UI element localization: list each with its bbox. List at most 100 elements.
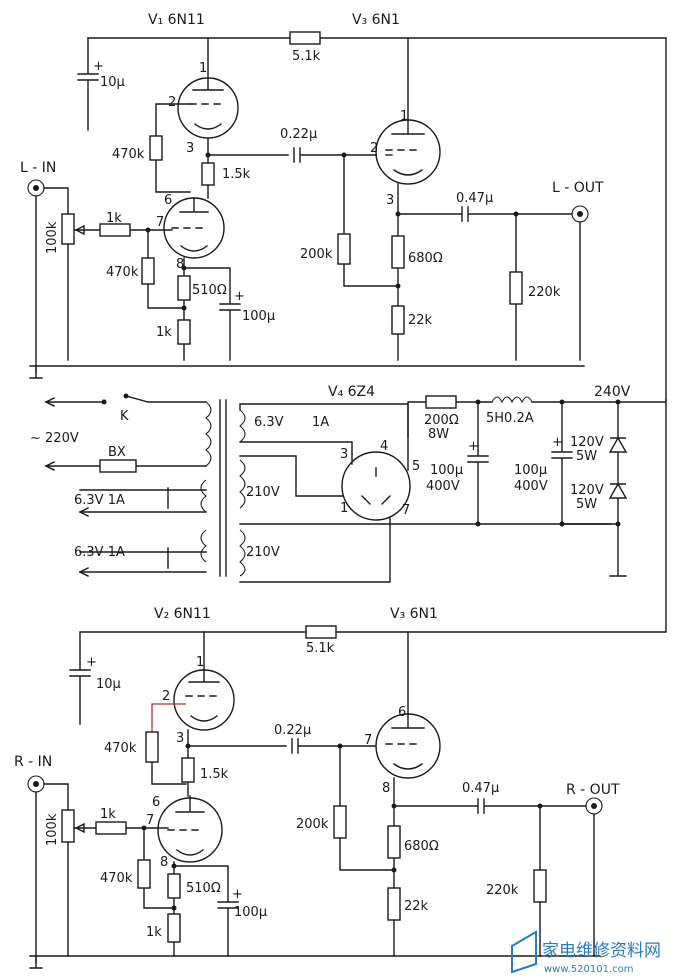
svg-text:470k: 470k bbox=[106, 265, 139, 280]
svg-text:R - OUT: R - OUT bbox=[566, 782, 620, 798]
svg-text:510Ω: 510Ω bbox=[192, 283, 227, 298]
r-r-470k-b bbox=[137, 859, 151, 889]
svg-text:2: 2 bbox=[370, 141, 378, 156]
svg-text:1: 1 bbox=[199, 61, 207, 76]
svg-text:7: 7 bbox=[156, 215, 164, 230]
choke bbox=[491, 396, 533, 404]
svg-text:210V: 210V bbox=[246, 545, 280, 560]
svg-text:5W: 5W bbox=[576, 497, 597, 512]
svg-text:22k: 22k bbox=[404, 899, 429, 914]
svg-text:+: + bbox=[86, 655, 97, 670]
svg-text:K: K bbox=[120, 409, 129, 424]
svg-text:0.47μ: 0.47μ bbox=[456, 191, 493, 206]
svg-text:7: 7 bbox=[364, 733, 372, 748]
r-r-680 bbox=[387, 825, 401, 859]
l-r-1k5 bbox=[201, 162, 215, 186]
svg-text:100μ: 100μ bbox=[242, 309, 275, 324]
r-r-1k-input bbox=[95, 821, 127, 835]
svg-text:400V: 400V bbox=[426, 479, 460, 494]
b-plus-label: 240V bbox=[594, 384, 631, 400]
l-r-220k bbox=[509, 271, 523, 305]
svg-text:家电维修资料网: 家电维修资料网 bbox=[542, 941, 661, 961]
svg-text:5H0.2A: 5H0.2A bbox=[486, 411, 534, 426]
svg-text:210V: 210V bbox=[246, 485, 280, 500]
r-r-supply-resistor bbox=[305, 625, 337, 639]
svg-text:10μ: 10μ bbox=[96, 677, 121, 692]
svg-text:5.1k: 5.1k bbox=[306, 641, 335, 656]
svg-text:100μ: 100μ bbox=[514, 463, 547, 478]
svg-text:400V: 400V bbox=[514, 479, 548, 494]
svg-text:6.3V 1A: 6.3V 1A bbox=[74, 493, 125, 508]
svg-text:+: + bbox=[93, 59, 104, 74]
r-r-22k bbox=[387, 887, 401, 921]
r-r-200k bbox=[333, 805, 347, 839]
l-r-200k bbox=[337, 233, 351, 265]
l-r-470k-b bbox=[141, 257, 155, 285]
v2-label: V₂ 6N11 bbox=[154, 606, 211, 622]
svg-text:200Ω: 200Ω bbox=[424, 413, 459, 428]
r-r-1k-cathode bbox=[167, 913, 181, 943]
svg-text:R - IN: R - IN bbox=[14, 754, 52, 770]
svg-text:470k: 470k bbox=[112, 147, 145, 162]
svg-text:8: 8 bbox=[382, 781, 390, 796]
v3-top-label: V₃ 6N1 bbox=[352, 12, 400, 28]
r-volume-pot bbox=[61, 809, 75, 843]
r-r-470k-grid bbox=[145, 731, 159, 763]
svg-text:8: 8 bbox=[160, 855, 168, 870]
v3-bottom-label: V₃ 6N1 bbox=[390, 606, 438, 622]
svg-text:6.3V: 6.3V bbox=[254, 415, 284, 430]
fuse-bx bbox=[99, 459, 137, 473]
svg-text:220k: 220k bbox=[528, 285, 561, 300]
svg-text:680Ω: 680Ω bbox=[404, 839, 439, 854]
svg-text:22k: 22k bbox=[408, 313, 433, 328]
svg-text:+: + bbox=[468, 439, 479, 454]
svg-text:1: 1 bbox=[340, 501, 348, 516]
svg-text:120V: 120V bbox=[570, 483, 604, 498]
svg-text:5W: 5W bbox=[576, 449, 597, 464]
svg-text:6.3V 1A: 6.3V 1A bbox=[74, 545, 125, 560]
svg-text:1.5k: 1.5k bbox=[200, 767, 229, 782]
l-c-filter-label: 10μ bbox=[100, 75, 125, 90]
r-r-1k5 bbox=[181, 757, 195, 783]
svg-text:1.5k: 1.5k bbox=[222, 167, 251, 182]
svg-text:+: + bbox=[232, 887, 243, 902]
svg-text:0.22μ: 0.22μ bbox=[274, 723, 311, 738]
svg-text:0.22μ: 0.22μ bbox=[280, 127, 317, 142]
svg-text:3: 3 bbox=[386, 193, 394, 208]
l-volume-pot bbox=[61, 213, 75, 245]
svg-text:www.520101.com: www.520101.com bbox=[544, 964, 634, 975]
r-series-200 bbox=[425, 395, 457, 409]
right-channel: 5.1k V₂ 6N11 V₃ 6N1 + 10μ 1 2 470k 3 1.5… bbox=[14, 399, 667, 969]
l-r-supply-label: 5.1k bbox=[292, 49, 321, 64]
svg-text:~ 220V: ~ 220V bbox=[30, 431, 79, 446]
svg-text:220k: 220k bbox=[486, 883, 519, 898]
l-r-470k-grid bbox=[149, 135, 163, 161]
v4-label: V₄ 6Z4 bbox=[328, 384, 375, 400]
site-watermark: 家电维修资料网 www.520101.com bbox=[511, 930, 661, 975]
svg-text:200k: 200k bbox=[296, 817, 329, 832]
svg-text:1k: 1k bbox=[156, 325, 172, 340]
v4-rectifier bbox=[341, 451, 411, 521]
svg-text:3: 3 bbox=[186, 141, 194, 156]
book-logo-icon bbox=[511, 930, 537, 974]
svg-text:1k: 1k bbox=[146, 925, 162, 940]
svg-text:200k: 200k bbox=[300, 247, 333, 262]
svg-text:100μ: 100μ bbox=[430, 463, 463, 478]
svg-text:1A: 1A bbox=[312, 415, 329, 430]
svg-text:6: 6 bbox=[152, 795, 160, 810]
svg-text:4: 4 bbox=[380, 439, 388, 454]
svg-text:1: 1 bbox=[196, 655, 204, 670]
left-channel: 5.1k + 10μ V₁ 6N11 V₃ 6N1 1 2 470k 3 1.5… bbox=[20, 12, 667, 401]
svg-text:510Ω: 510Ω bbox=[186, 881, 221, 896]
svg-text:7: 7 bbox=[146, 813, 154, 828]
svg-text:680Ω: 680Ω bbox=[408, 251, 443, 266]
svg-text:470k: 470k bbox=[104, 741, 137, 756]
svg-text:0.47μ: 0.47μ bbox=[462, 781, 499, 796]
l-r-680 bbox=[391, 235, 405, 269]
zener-a bbox=[608, 436, 628, 453]
l-r-22k bbox=[391, 305, 405, 335]
l-r-supply-resistor bbox=[289, 31, 321, 45]
svg-text:6: 6 bbox=[398, 705, 406, 720]
svg-text:L - OUT: L - OUT bbox=[552, 180, 604, 196]
